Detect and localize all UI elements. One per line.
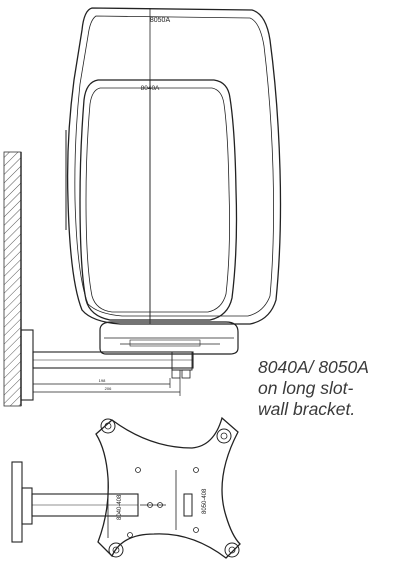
caption: 8040A/ 8050A on long slot- wall bracket.: [258, 357, 398, 420]
plate-mounting-holes: [100, 418, 240, 558]
wall-bracket-front-arm: [11, 461, 139, 543]
dimension-label-206: 206: [105, 386, 112, 391]
speaker-8050a-outline: [65, 7, 282, 325]
dimension-lines: [33, 378, 181, 396]
caption-line-2: on long slot-: [258, 378, 354, 398]
mounting-plate: [95, 416, 241, 559]
label-8040a: 8040A: [141, 85, 160, 92]
caption-line-3: wall bracket.: [258, 399, 356, 419]
label-8050a: 8050A: [150, 17, 171, 24]
wall: [3, 151, 22, 407]
plate-label-8040: 8040-408: [117, 494, 123, 520]
speaker-base: [99, 321, 239, 355]
plate-label-8050: 8050-408: [202, 488, 208, 514]
caption-line-1: 8040A/ 8050A: [258, 357, 369, 377]
wall-bracket-side: [20, 329, 194, 401]
dimension-label-198: 198: [99, 378, 106, 383]
speaker-8040a-outline: [79, 79, 238, 321]
